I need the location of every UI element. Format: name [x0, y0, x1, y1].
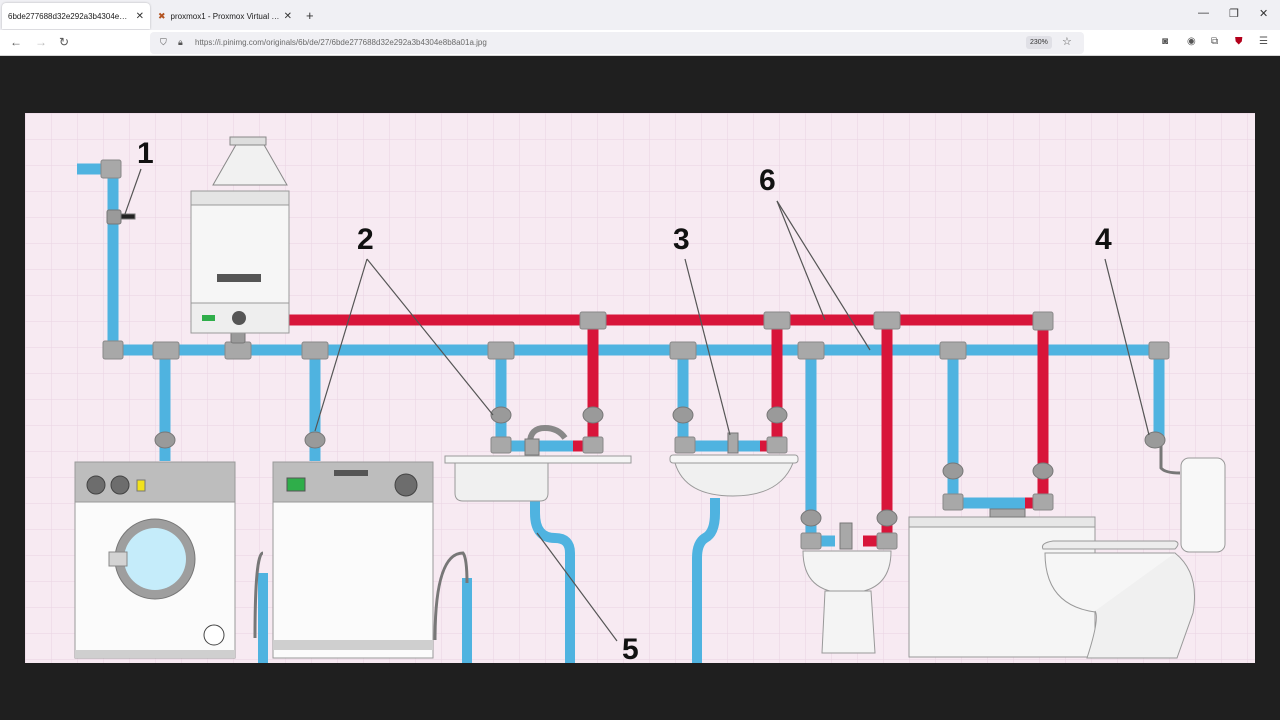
tab-proxmox[interactable]: ✖ proxmox1 - Proxmox Virtual Environment… — [152, 3, 298, 29]
ublock-icon[interactable]: ⛊ — [1235, 36, 1243, 47]
bidet — [802, 522, 892, 654]
drain-pipes — [258, 498, 720, 663]
new-tab-icon[interactable]: + — [306, 8, 314, 23]
zoom-level[interactable]: 230% — [1026, 36, 1052, 49]
shutoff-valves — [106, 209, 1166, 527]
menu-icon[interactable]: ☰ — [1259, 36, 1268, 47]
callout-6: 6 — [759, 164, 776, 197]
toilet-supply-hose — [1159, 443, 1181, 475]
washer-drain-hose — [253, 551, 264, 639]
back-icon[interactable]: ← — [10, 35, 22, 49]
lock-icon[interactable]: 🔒︎ — [178, 37, 183, 47]
navigation-bar: ← → ↻ ⛉ 🔒︎ https://i.pinimg.com/original… — [0, 30, 1280, 56]
callout-2: 2 — [357, 223, 374, 256]
tab-label: proxmox1 - Proxmox Virtual Environment — [170, 11, 280, 21]
callout-5: 5 — [622, 633, 639, 663]
kitchen-sink — [444, 424, 632, 502]
proxmox-favicon-icon: ✖ — [158, 11, 166, 21]
close-tab-icon[interactable]: ✕ — [135, 10, 144, 22]
bookmark-star-icon[interactable]: ☆ — [1062, 36, 1072, 48]
callout-1: 1 — [137, 137, 154, 170]
forward-icon[interactable]: → — [35, 35, 47, 49]
url-text[interactable]: https://i.pinimg.com/originals/6b/de/27/… — [195, 38, 487, 47]
callout-4: 4 — [1095, 223, 1112, 256]
restore-icon[interactable]: ❐ — [1229, 8, 1239, 20]
plumbing-diagram-image: 1 2 3 4 5 6 — [25, 113, 1255, 663]
extension-icon[interactable]: ⧉ — [1211, 36, 1219, 47]
window-close-icon[interactable]: ✕ — [1259, 8, 1269, 20]
shield-icon[interactable]: ⛉ — [160, 37, 167, 47]
toilet — [1042, 457, 1226, 659]
water-heater — [190, 136, 290, 334]
pocket-icon[interactable]: ◙ — [1162, 36, 1169, 47]
account-icon[interactable]: ◉ — [1187, 36, 1196, 47]
bathroom-basin — [669, 432, 799, 497]
washing-machine — [74, 461, 236, 659]
close-tab-icon[interactable]: ✕ — [283, 10, 292, 22]
minimize-icon[interactable]: — — [1198, 7, 1209, 19]
address-bar[interactable]: ⛉ 🔒︎ https://i.pinimg.com/originals/6b/d… — [150, 32, 1084, 54]
reload-icon[interactable]: ↻ — [59, 35, 70, 49]
tab-label: 6bde277688d32e292a3b4304e8b8a01a.jpg — [8, 11, 132, 21]
tab-image[interactable]: 6bde277688d32e292a3b4304e8b8a01a.jpg ✕ — [2, 3, 150, 29]
dishwasher — [272, 461, 434, 659]
pipe-fittings — [100, 159, 1170, 550]
dishwasher-drain-hose — [433, 551, 469, 641]
tab-bar: 6bde277688d32e292a3b4304e8b8a01a.jpg ✕ ✖… — [0, 0, 1280, 30]
callout-3: 3 — [673, 223, 690, 256]
callout-leader-lines — [124, 168, 1150, 642]
